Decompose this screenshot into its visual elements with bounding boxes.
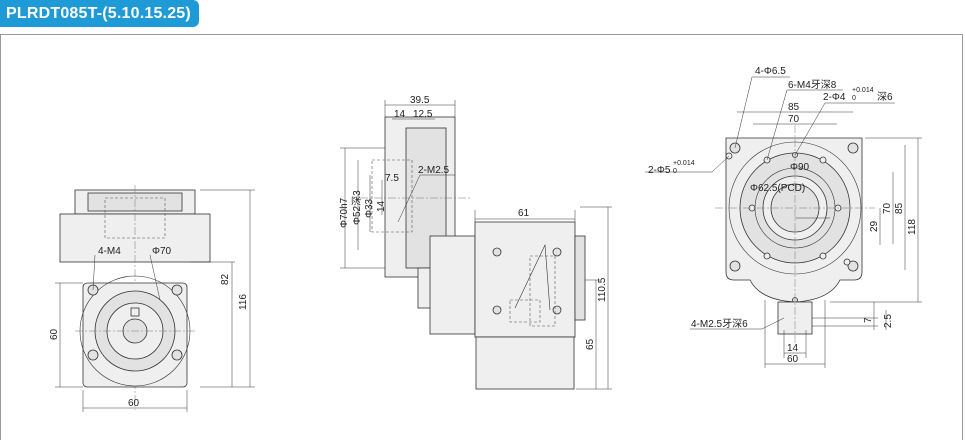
top-view: 85 70 4-Φ6.5 6-M4牙深8 2-Φ4 +0.014 0 深6 2-… [645,66,922,368]
front-dim-116: 116 [238,294,249,310]
side-dim-14: 14 [394,109,406,120]
front-tap-label: 4-M4 [98,246,121,257]
side-dim-110-5: 110.5 [597,277,608,302]
drawing-frame [0,34,963,440]
side-dim-65: 65 [585,338,596,350]
top-holes-label: 4-Φ6.5 [755,66,786,77]
side-view: 39.5 14 12.5 61 Φ70h7 Φ52深3 Φ33 14 7.5 2… [339,95,612,390]
side-neck [429,235,476,335]
side-d52-label: Φ52深3 [351,190,363,225]
top-pin5-tol0: 0 [673,168,677,175]
top-pin4-depth: 深6 [877,91,893,103]
page-title: PLRDT085T-(5.10.15.25) [0,0,199,27]
top-dim-v118: 118 [907,219,918,235]
front-dim-60-v: 60 [49,328,60,340]
top-pin4-label: 2-Φ4 [823,92,846,103]
top-d90-label: Φ90 [790,162,810,173]
top-dim-v29: 29 [869,220,880,232]
side-cover [574,235,586,321]
top-dim-v70: 70 [882,202,893,214]
side-hidden-bore [371,159,413,233]
side-dim-12-5: 12.5 [413,109,433,120]
top-dim-v7: 7 [863,317,874,323]
side-dim-39-5: 39.5 [410,95,430,106]
top-dim-70: 70 [788,114,800,125]
front-view: 4-M4 Φ70 82 116 60 60 [49,185,255,412]
front-dim-60-h: 60 [128,398,140,409]
top-tap-bottom-label: 4-M2.5牙深6 [691,318,748,330]
side-d33-label: Φ33 [364,198,375,218]
top-tap6-label: 6-M4牙深8 [788,79,837,91]
top-dim-v85: 85 [894,202,905,214]
side-dim-61: 61 [518,208,530,219]
top-dim-w60: 60 [787,354,799,365]
front-key [130,307,140,317]
side-tap-label: 2-M2.5 [418,165,450,176]
top-pin5-tol: +0.014 [673,160,695,167]
side-d14-label: 14 [376,200,387,212]
top-dim-w14: 14 [787,343,799,354]
front-pilot-label: Φ70 [152,246,172,257]
top-dim-85: 85 [788,102,800,113]
top-pin4-tol0: 0 [852,95,856,102]
top-pcd-label: Φ62.5(PCD) [750,183,805,194]
front-dim-82: 82 [220,273,231,285]
top-dim-v2-5: 2.5 [883,314,894,328]
side-d70-label: Φ70h7 [339,197,350,228]
side-d7-5-label: 7.5 [385,173,399,184]
side-gearbox-body [474,221,576,338]
side-motor-adapter [475,336,575,390]
top-pin4-tol: +0.014 [852,87,874,94]
top-pin5-label: 2-Φ5 [648,165,671,176]
